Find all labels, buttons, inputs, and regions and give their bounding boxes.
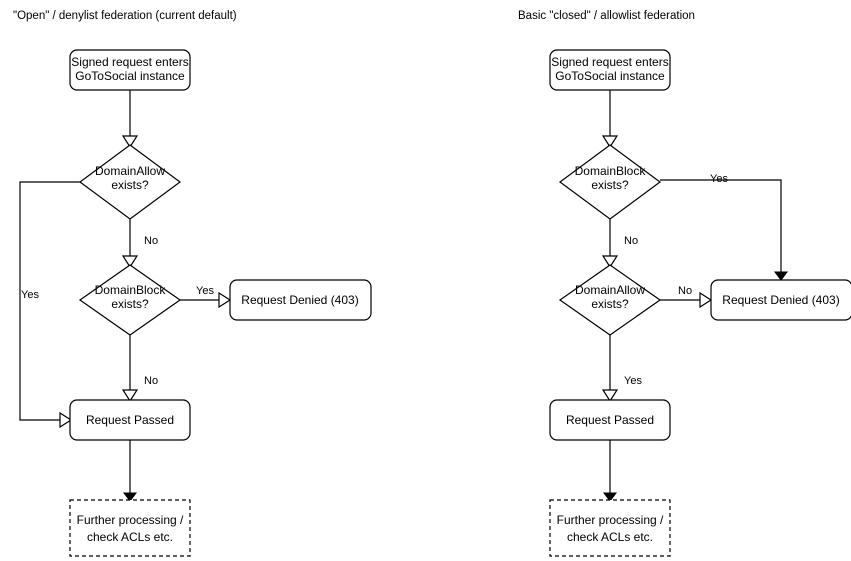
edge-domainblock-no: No <box>121 335 158 403</box>
node-domainallow-right-line1: DomainAllow <box>575 283 645 297</box>
node-further-processing-left-line1: Further processing / <box>77 513 184 527</box>
edge-domainallow-no: No <box>121 219 158 269</box>
arrowhead-open-icon <box>601 389 619 403</box>
node-domainblock-right-line1: DomainBlock <box>575 164 647 178</box>
node-entry-right-line1: Signed request enters <box>551 55 668 69</box>
node-request-passed-right[interactable]: Request Passed <box>549 399 671 441</box>
node-request-passed-left[interactable]: Request Passed <box>69 399 191 441</box>
node-domainblock-left[interactable]: DomainBlock exists? <box>78 264 182 336</box>
edge-domainallow-yes-right: Yes <box>601 335 642 403</box>
node-request-denied-right[interactable]: Request Denied (403) <box>710 279 851 321</box>
edge-label-domainblock-no: No <box>144 375 158 387</box>
panel-closed-allowlist: Signed request enters GoToSocial instanc… <box>549 49 851 557</box>
node-domainallow-right-line2: exists? <box>591 297 629 311</box>
node-further-processing-right[interactable]: Further processing / check ACLs etc. <box>549 499 671 557</box>
edge-passed-to-further-left <box>123 440 137 502</box>
node-domainblock-right[interactable]: DomainBlock exists? <box>558 144 662 220</box>
edge-domainallow-no-right: No <box>660 285 713 309</box>
node-domainallow-right[interactable]: DomainAllow exists? <box>558 264 662 336</box>
edge-label-domainblock-yes: Yes <box>196 285 214 297</box>
node-entry-right[interactable]: Signed request enters GoToSocial instanc… <box>549 49 671 91</box>
node-entry-left-line1: Signed request enters <box>71 55 188 69</box>
node-further-processing-left[interactable]: Further processing / check ACLs etc. <box>69 499 191 557</box>
edge-entry-to-domainallow <box>121 90 139 149</box>
right-panel-title: Basic "closed" / allowlist federation <box>518 10 695 22</box>
left-panel-title: "Open" / denylist federation (current de… <box>13 10 237 22</box>
node-domainblock-left-line2: exists? <box>111 297 149 311</box>
node-request-passed-left-label: Request Passed <box>86 413 174 427</box>
edge-domainblock-yes: Yes <box>180 285 232 309</box>
node-entry-left[interactable]: Signed request enters GoToSocial instanc… <box>69 49 191 91</box>
edge-label-domainallow-no-right: No <box>678 285 692 297</box>
node-request-denied-left[interactable]: Request Denied (403) <box>229 279 372 321</box>
arrowhead-open-icon <box>601 255 619 269</box>
edge-label-domainallow-no: No <box>144 235 158 247</box>
node-request-denied-left-label: Request Denied (403) <box>241 293 358 307</box>
node-further-processing-left-shape <box>69 499 191 557</box>
edge-label-domainallow-yes: Yes <box>21 289 39 301</box>
edge-domainblock-yes-right: Yes <box>660 173 788 281</box>
node-request-passed-right-label: Request Passed <box>566 413 654 427</box>
arrowhead-open-icon <box>218 291 232 309</box>
node-further-processing-right-shape <box>549 499 671 557</box>
arrowhead-open-icon <box>699 291 713 309</box>
node-request-denied-left-shape <box>229 279 372 321</box>
arrowhead-open-icon <box>601 135 619 149</box>
node-domainblock-left-line1: DomainBlock <box>95 283 167 297</box>
node-entry-right-line2: GoToSocial instance <box>555 69 665 83</box>
node-request-denied-right-label: Request Denied (403) <box>722 293 839 307</box>
arrowhead-open-icon <box>121 255 139 269</box>
node-domainblock-right-line2: exists? <box>591 178 629 192</box>
arrowhead-filled-icon <box>123 492 137 502</box>
node-entry-left-line2: GoToSocial instance <box>75 69 185 83</box>
arrowhead-open-icon <box>121 135 139 149</box>
node-request-denied-right-shape <box>710 279 851 321</box>
edge-domainblock-no-right: No <box>601 219 638 269</box>
edge-label-domainblock-yes-right: Yes <box>710 173 728 185</box>
node-domainallow-left[interactable]: DomainAllow exists? <box>78 144 182 220</box>
edge-label-domainblock-no-right: No <box>624 235 638 247</box>
arrowhead-open-icon <box>59 411 73 429</box>
arrowhead-filled-icon <box>774 271 788 281</box>
edge-label-domainallow-yes-right: Yes <box>624 375 642 387</box>
edge-passed-to-further-right <box>603 440 617 502</box>
node-further-processing-left-line2: check ACLs etc. <box>87 530 173 544</box>
arrowhead-filled-icon <box>603 492 617 502</box>
node-further-processing-right-line2: check ACLs etc. <box>567 530 653 544</box>
panel-open-denylist: Signed request enters GoToSocial instanc… <box>19 49 372 557</box>
edge-domainallow-yes: Yes <box>19 181 80 429</box>
edge-entry-to-domainblock-right <box>601 90 619 149</box>
node-further-processing-right-line1: Further processing / <box>557 513 664 527</box>
arrowhead-open-icon <box>121 389 139 403</box>
node-domainallow-left-line1: DomainAllow <box>95 164 165 178</box>
node-domainallow-left-line2: exists? <box>111 178 149 192</box>
